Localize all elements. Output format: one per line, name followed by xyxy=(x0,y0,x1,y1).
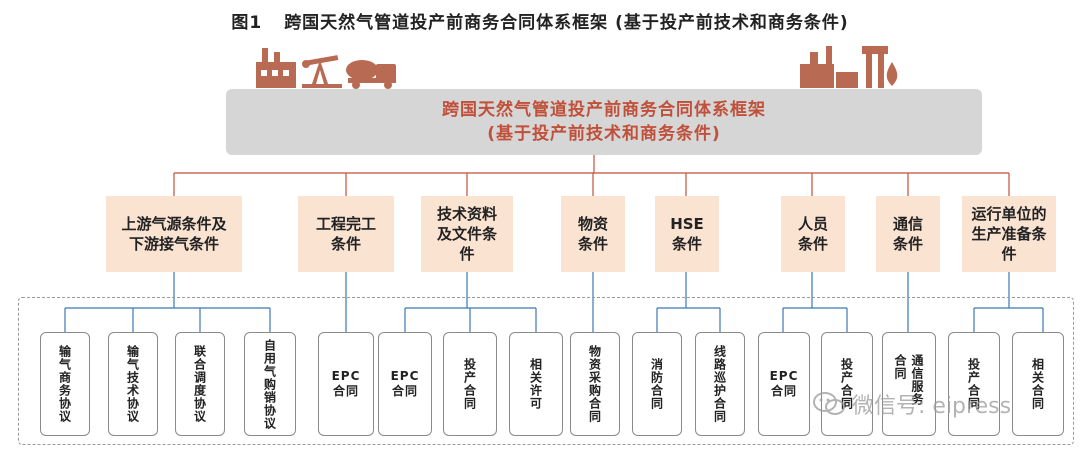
wechat-icon xyxy=(813,392,845,415)
category-upstream-downstream: 上游气源条件及下游接气条件 xyxy=(106,196,242,272)
contract-fire-protection: 消防合同 xyxy=(632,332,682,436)
category-label: 通信条件 xyxy=(892,215,923,253)
contract-self-use-gas: 自用气购销协议 xyxy=(244,332,296,436)
contract-commissioning-personnel: 投产合同 xyxy=(821,332,873,436)
category-label: 工程完工条件 xyxy=(315,215,376,253)
contract-label: 投产合同 xyxy=(462,358,477,410)
contract-material-procurement: 物资采购合同 xyxy=(570,332,620,436)
contract-epc-construction: EPC合同 xyxy=(318,332,374,436)
figure-title: 图1 跨国天然气管道投产前商务合同体系框架 (基于投产前技术和商务条件) xyxy=(0,8,1080,33)
category-label: 运行单位的生产准备条件 xyxy=(971,205,1047,263)
category-technical-documents: 技术资料及文件条件 xyxy=(421,196,513,272)
contract-label: 线路巡护合同 xyxy=(712,345,727,423)
contract-label: 通信服务合同 xyxy=(893,354,924,406)
category-construction-completion: 工程完工条件 xyxy=(298,196,394,272)
category-operation-preparation: 运行单位的生产准备条件 xyxy=(962,196,1056,272)
mixer-truck-icon xyxy=(346,60,396,89)
category-hse: HSE条件 xyxy=(655,196,719,272)
contract-related-operation: 相关合同 xyxy=(1012,332,1064,436)
category-label: HSE条件 xyxy=(670,215,704,253)
contract-label: 联合调度协议 xyxy=(192,345,207,423)
contract-gas-transmission-commercial: 输气商务协议 xyxy=(40,332,90,436)
contract-line-patrol: 线路巡护合同 xyxy=(695,332,745,436)
banner-subtitle: (基于投产前技术和商务条件) xyxy=(487,124,721,144)
contract-label: 相关许可 xyxy=(528,358,543,410)
category-materials: 物资条件 xyxy=(561,196,625,272)
banner-title: 跨国天然气管道投产前商务合同体系框架 xyxy=(442,100,766,120)
contract-epc-personnel: EPC合同 xyxy=(758,332,810,436)
bottom-connectors xyxy=(64,272,1044,332)
watermark: 微信号: eipress xyxy=(812,388,1011,420)
framework-banner: 跨国天然气管道投产前商务合同体系框架 (基于投产前技术和商务条件) xyxy=(226,89,982,155)
category-communication: 通信条件 xyxy=(876,196,940,272)
contract-gas-transmission-technical: 输气技术协议 xyxy=(108,332,158,436)
category-label: 人员条件 xyxy=(797,215,828,253)
contract-label: 消防合同 xyxy=(649,358,664,410)
contract-label: 自用气购销协议 xyxy=(262,338,277,430)
contract-label: 相关合同 xyxy=(1030,358,1045,410)
category-label: 物资条件 xyxy=(577,215,608,253)
contract-epc-technical: EPC合同 xyxy=(378,332,432,436)
figure-title-text: 跨国天然气管道投产前商务合同体系框架 (基于投产前技术和商务条件) xyxy=(284,13,849,33)
category-label: 技术资料及文件条件 xyxy=(436,205,497,263)
category-personnel: 人员条件 xyxy=(781,196,845,272)
category-label: 上游气源条件及下游接气条件 xyxy=(121,215,227,253)
contract-label: EPC合同 xyxy=(331,369,361,398)
contract-label: EPC合同 xyxy=(769,369,799,398)
contract-label: 输气商务协议 xyxy=(57,345,72,423)
contracts-region xyxy=(18,297,1074,445)
contract-related-permits: 相关许可 xyxy=(509,332,563,436)
contract-communication-service: 通信服务合同 xyxy=(882,332,936,436)
watermark-text: 微信号: eipress xyxy=(852,394,1012,419)
contract-joint-dispatch: 联合调度协议 xyxy=(175,332,225,436)
oil-pump-icon xyxy=(302,55,342,88)
figure-number: 图1 xyxy=(231,13,263,33)
contract-label: 输气技术协议 xyxy=(125,345,140,423)
contract-label: 物资采购合同 xyxy=(587,345,602,423)
contract-label: EPC合同 xyxy=(390,369,420,398)
contract-label: 投产合同 xyxy=(839,358,854,410)
top-connectors xyxy=(173,155,1010,196)
refinery-icon xyxy=(800,46,888,88)
oil-drop-icon xyxy=(886,62,898,86)
industry-icons-left xyxy=(256,48,396,89)
contract-label: 投产合同 xyxy=(966,358,981,410)
contract-commissioning-technical: 投产合同 xyxy=(443,332,497,436)
industry-icons-right xyxy=(800,46,898,88)
factory-icon xyxy=(256,48,296,88)
contract-commissioning-operation: 投产合同 xyxy=(948,332,1000,436)
